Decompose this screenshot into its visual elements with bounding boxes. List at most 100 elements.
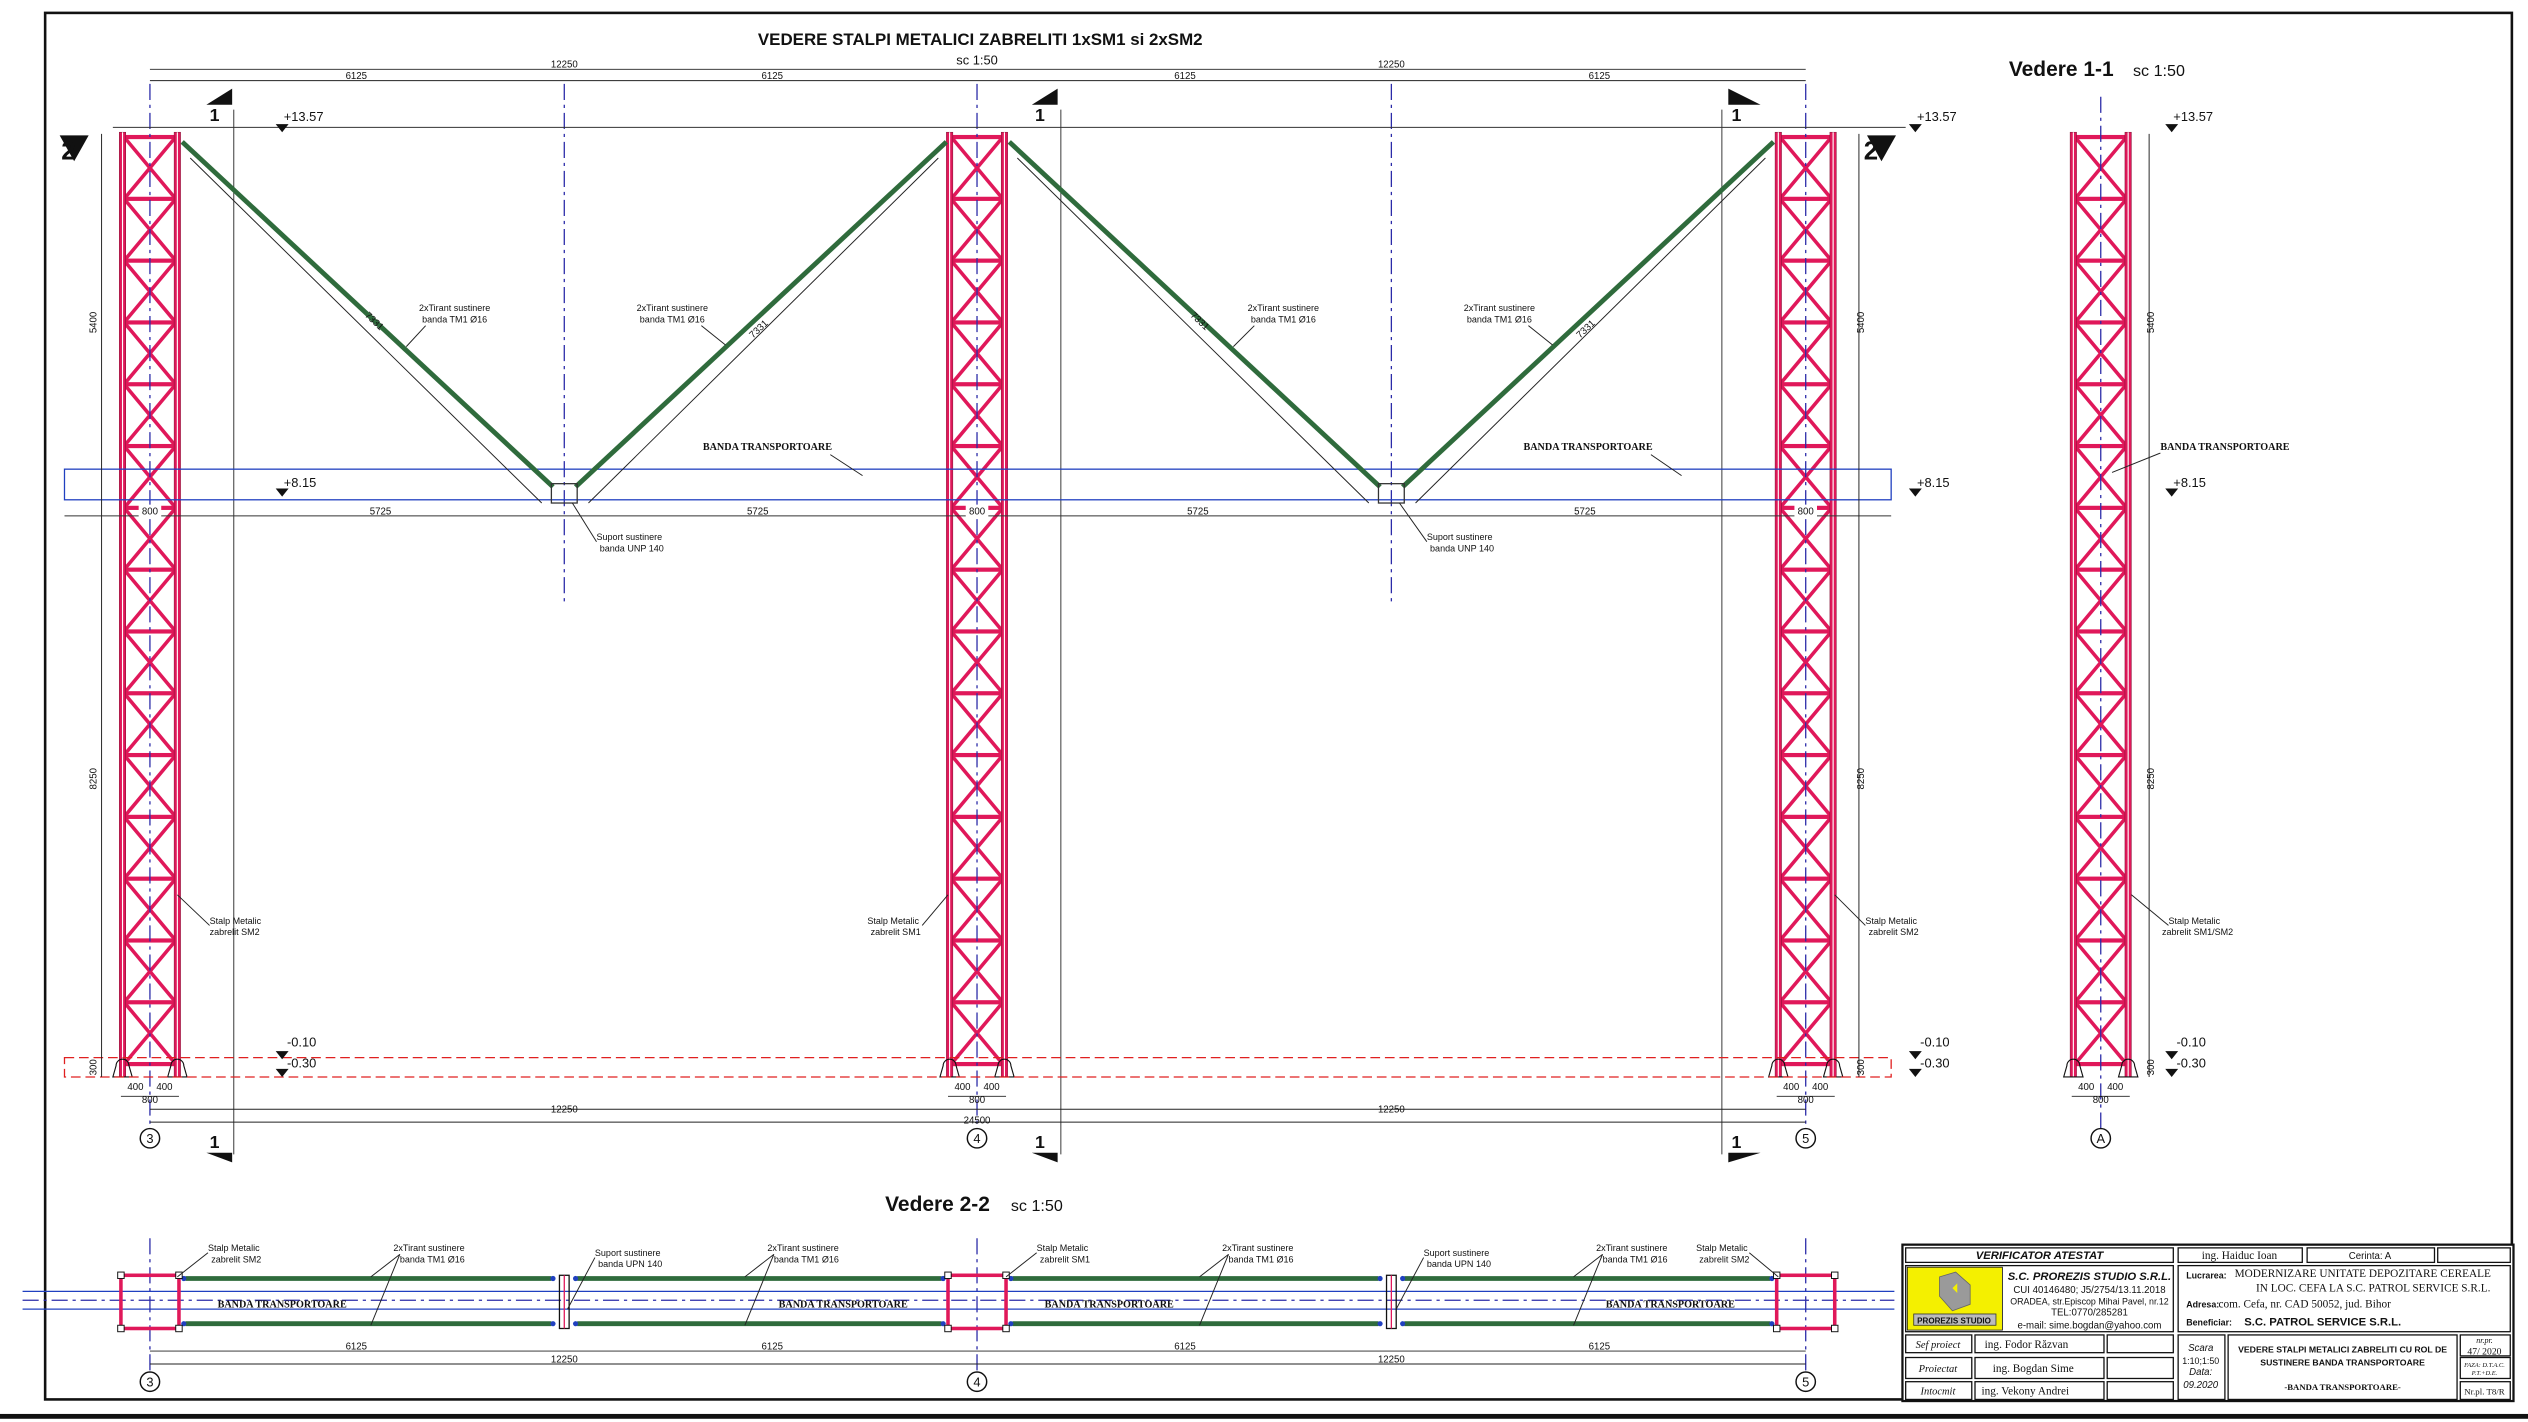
role-label: Intocmit bbox=[1919, 1387, 1956, 1398]
company-name: S.C. PROREZIS STUDIO S.R.L. bbox=[2008, 1271, 2171, 1283]
lucrarea-line-2: IN LOC. CEFA LA S.C. PATROL SERVICE S.R.… bbox=[2256, 1282, 2491, 1294]
elevation-top: +13.57 bbox=[1917, 109, 1957, 124]
stalp-label: zabrelit SM1/SM2 bbox=[2162, 927, 2233, 937]
dim-label: 6125 bbox=[762, 1341, 783, 1352]
title-block-cell bbox=[2459, 1334, 2511, 1357]
leader-line bbox=[921, 894, 949, 926]
tie-rods: 7331 7331 7331 7331 bbox=[180, 140, 1776, 504]
tirant-label: banda TM1 Ø16 bbox=[640, 314, 705, 324]
title-block-cell bbox=[1974, 1356, 2105, 1380]
stalp-label: Stalp Metalic bbox=[208, 1243, 260, 1253]
section-mark-1: 1 bbox=[210, 1132, 220, 1152]
band-label: BANDA TRANSPORTOARE bbox=[2160, 442, 2289, 453]
tirant-label: 2xTirant sustinere bbox=[419, 303, 490, 313]
leader-line bbox=[1395, 1257, 1425, 1310]
suport-label: banda UPN 140 bbox=[1427, 1259, 1491, 1269]
view-1-1: Vedere 1-1 sc 1:50 5400 8250 300 +13.57 … bbox=[2009, 58, 2290, 1149]
title-block-cell bbox=[2177, 1247, 2303, 1264]
leader-line bbox=[2131, 894, 2169, 926]
elevation-triangle-icon bbox=[2165, 1068, 2179, 1077]
tirant-label: banda TM1 Ø16 bbox=[422, 314, 487, 324]
suport-label: Suport sustinere bbox=[1424, 1248, 1490, 1258]
axis-bubble-5: 5 bbox=[1795, 1371, 1817, 1393]
column-diagonal bbox=[2073, 383, 2128, 448]
band-label: BANDA TRANSPORTOARE bbox=[1523, 442, 1652, 453]
leader-line bbox=[1573, 1254, 1604, 1326]
elevation-triangle-icon bbox=[1908, 488, 1922, 497]
title-block-cell bbox=[2227, 1334, 2458, 1401]
band-label: BANDA TRANSPORTOARE bbox=[779, 1300, 908, 1311]
dim-label: 8250 bbox=[1856, 768, 1867, 789]
dim-label: 12250 bbox=[551, 60, 578, 71]
company-address: ORADEA, str.Episcop Mihai Pavel, nr.12 bbox=[2010, 1296, 2169, 1306]
lucrarea-line-1: MODERNIZARE UNITATE DEPOZITARE CEREALE bbox=[2235, 1268, 2491, 1280]
dim-label: 12250 bbox=[1378, 60, 1405, 71]
band-label: BANDA TRANSPORTOARE bbox=[1606, 1300, 1735, 1311]
axis-label: 5 bbox=[1802, 1131, 1809, 1146]
axis-bubble-4: 4 bbox=[966, 1127, 988, 1149]
column-diagonal bbox=[1778, 630, 1833, 695]
dim-label-background bbox=[965, 504, 989, 517]
section-mark-1: 1 bbox=[210, 105, 220, 125]
dim-label: 12250 bbox=[551, 1354, 578, 1365]
leader-line bbox=[1834, 894, 1866, 926]
base-plate bbox=[939, 1058, 961, 1078]
band-label: BANDA TRANSPORTOARE bbox=[1045, 1300, 1174, 1311]
elevation-triangle-icon bbox=[1908, 1068, 1922, 1077]
dim-label: 5400 bbox=[2146, 312, 2157, 333]
rod-end bbox=[550, 1321, 556, 1327]
company-email: e-mail: sime.bogdan@yahoo.com bbox=[2017, 1320, 2161, 1331]
bottom-rule bbox=[0, 1413, 2528, 1419]
band-label: BANDA TRANSPORTOARE bbox=[218, 1300, 347, 1311]
axis-bubble-5: 5 bbox=[1795, 1127, 1817, 1149]
dim-label: 5400 bbox=[1856, 312, 1867, 333]
axis-label: 3 bbox=[146, 1375, 153, 1390]
axis-bubble-3: 3 bbox=[139, 1127, 161, 1149]
title-block-cell bbox=[1974, 1381, 2105, 1401]
suport-label: banda UPN 140 bbox=[598, 1259, 662, 1269]
adresa: com. Cefa, nr. CAD 50052, jud. Bihor bbox=[2218, 1299, 2391, 1311]
adresa-label: Adresa: bbox=[2186, 1300, 2219, 1310]
leader-line bbox=[1528, 325, 1553, 346]
view-1-1-title: Vedere 1-1 bbox=[2009, 58, 2114, 81]
section-arrow-icon bbox=[1728, 88, 1761, 105]
elevation-top: +13.57 bbox=[2173, 109, 2213, 124]
logo-text: PROREZIS STUDIO bbox=[1917, 1317, 1991, 1326]
role-name: ing. Fodor Răzvan bbox=[1985, 1339, 2069, 1351]
stalp-label: Stalp Metalic bbox=[1696, 1243, 1748, 1253]
title-block-cell bbox=[1974, 1334, 2105, 1354]
dim-label: 6125 bbox=[1589, 71, 1610, 82]
tirant-label: 2xTirant sustinere bbox=[1596, 1243, 1667, 1253]
column-diagonal bbox=[1778, 506, 1833, 571]
column-rung bbox=[120, 629, 179, 634]
section-mark-2: 2 bbox=[61, 138, 75, 166]
plan-column-corner bbox=[1831, 1324, 1839, 1333]
stalp-label: zabrelit SM2 bbox=[210, 927, 260, 937]
elevation-triangle-icon bbox=[2165, 1051, 2179, 1060]
column-diagonal bbox=[949, 630, 1005, 695]
stalp-label: Stalp Metalic bbox=[1865, 916, 1917, 926]
stalp-label: Stalp Metalic bbox=[210, 916, 262, 926]
dim-label: 400 bbox=[127, 1082, 143, 1093]
axis-bubble-3: 3 bbox=[139, 1371, 161, 1393]
column-diagonal bbox=[1778, 939, 1833, 1004]
leader-line bbox=[177, 1252, 209, 1278]
elevation-minus-030: -0.30 bbox=[287, 1055, 316, 1070]
plan-column bbox=[946, 1273, 1008, 1331]
section-arrow-icon bbox=[1866, 135, 1896, 162]
dim-label: 6125 bbox=[346, 71, 367, 82]
verificator-name: ing. Haiduc Ioan bbox=[2202, 1250, 2278, 1262]
section-arrow-icon bbox=[1031, 1152, 1058, 1163]
column-rung bbox=[120, 196, 179, 201]
logo-icon bbox=[1939, 1271, 1971, 1312]
dim-label: 400 bbox=[1783, 1082, 1799, 1093]
elevation-triangle-icon bbox=[275, 124, 289, 133]
logo-text-plate bbox=[1913, 1313, 1997, 1326]
dim-label: 300 bbox=[89, 1059, 100, 1075]
column-diagonal bbox=[949, 135, 1005, 200]
beneficiar-label: Beneficiar: bbox=[2186, 1317, 2232, 1327]
column-rung bbox=[2071, 382, 2130, 387]
rod-end bbox=[1377, 1321, 1383, 1327]
plan-column-corner bbox=[944, 1324, 952, 1333]
